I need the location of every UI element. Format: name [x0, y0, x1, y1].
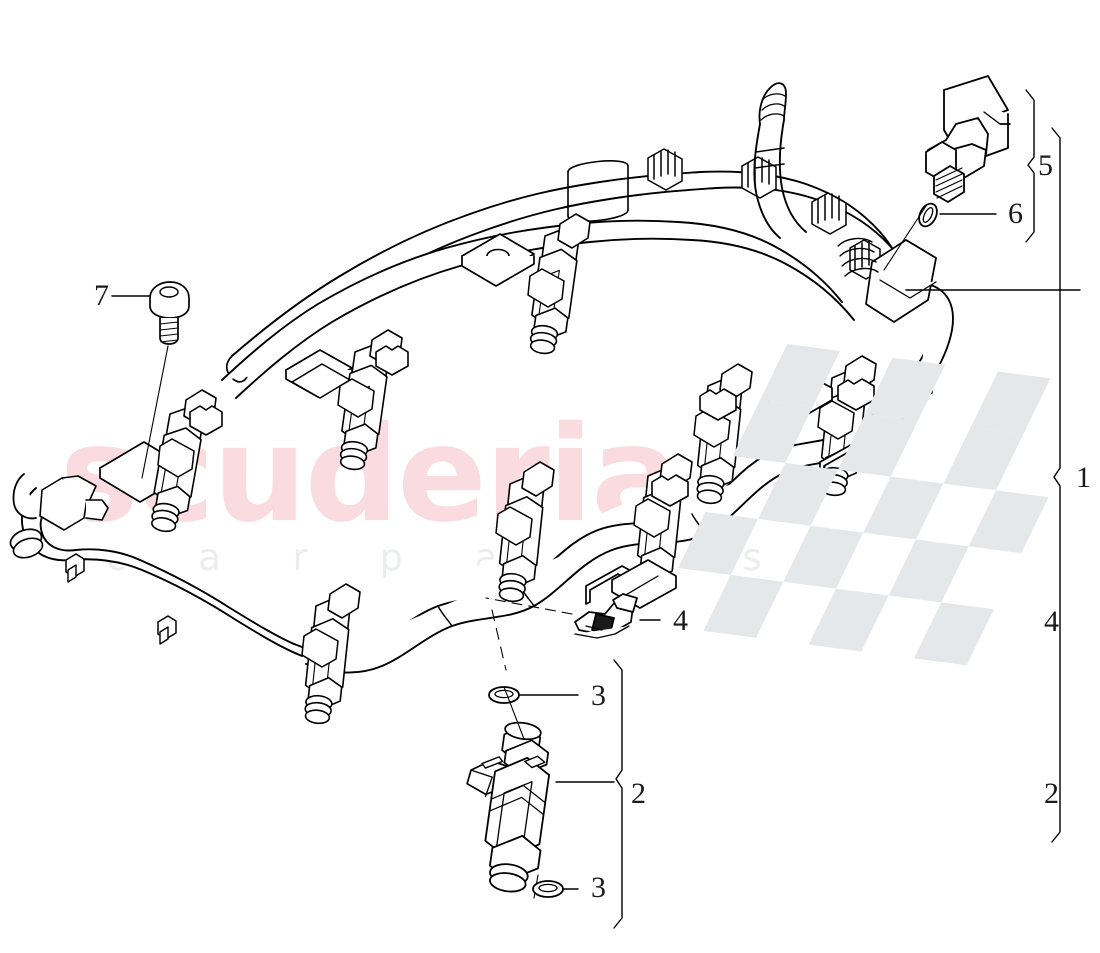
- callout-3-o-ring-upper: 3: [591, 679, 606, 712]
- callout-7-bolt: 7: [94, 279, 109, 312]
- callout-1-fuel-rail-assembly: 1: [1076, 461, 1091, 494]
- callout-6-o-ring: 6: [1008, 197, 1023, 230]
- callout-4-retaining-clip: 4: [673, 604, 688, 637]
- callout-4-right-group: 4: [1044, 605, 1059, 638]
- callout-2-right-group: 2: [1044, 777, 1059, 810]
- callout-5-sensor-assembly: 5: [1038, 149, 1053, 182]
- callout-2-injector: 2: [631, 777, 646, 810]
- callout-3-o-ring-lower: 3: [591, 871, 606, 904]
